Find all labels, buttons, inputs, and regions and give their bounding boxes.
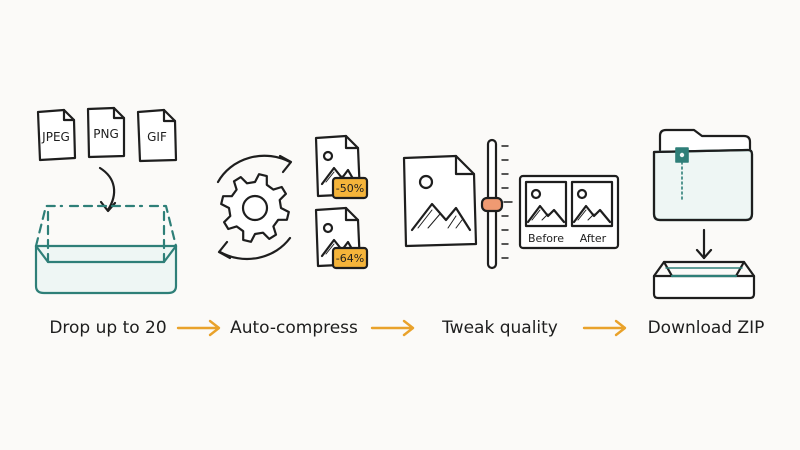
slider-handle	[480, 196, 504, 213]
step-label-tweak: Tweak quality	[442, 318, 558, 338]
zipper-icon	[675, 147, 689, 201]
after-label: After	[580, 232, 607, 245]
arrow-down-icon-2	[695, 228, 713, 260]
arrow-right-icon-2	[370, 319, 415, 337]
arrow-right-icon-1	[176, 319, 221, 337]
badge-64: -64%	[331, 246, 369, 270]
gear-icon	[220, 173, 290, 243]
format-label-png: PNG	[93, 127, 119, 141]
badge-50: -50%	[331, 176, 369, 200]
step-label-drop: Drop up to 20	[49, 318, 167, 338]
step-label-compress: Auto-compress	[230, 318, 358, 338]
badge-label-2: -64%	[336, 252, 364, 265]
before-label: Before	[528, 232, 564, 245]
image-file-icon-large	[402, 154, 478, 248]
step-label-download: Download ZIP	[647, 318, 765, 338]
slider-icon	[480, 138, 513, 270]
folder-icon	[652, 128, 754, 222]
file-icon-jpeg: JPEG	[36, 108, 77, 162]
before-after-compare: Before After	[518, 174, 620, 250]
file-icon-png: PNG	[86, 106, 126, 159]
file-icon-gif: GIF	[136, 108, 178, 163]
format-label-gif: GIF	[147, 130, 167, 144]
format-label-jpeg: JPEG	[41, 130, 70, 144]
tray-icon	[34, 204, 178, 295]
badge-label-1: -50%	[336, 182, 364, 195]
refresh-arrows-icon	[216, 154, 293, 261]
arrow-right-icon-3	[582, 319, 627, 337]
tray-icon-2	[652, 260, 756, 300]
arrow-down-icon	[98, 166, 116, 212]
